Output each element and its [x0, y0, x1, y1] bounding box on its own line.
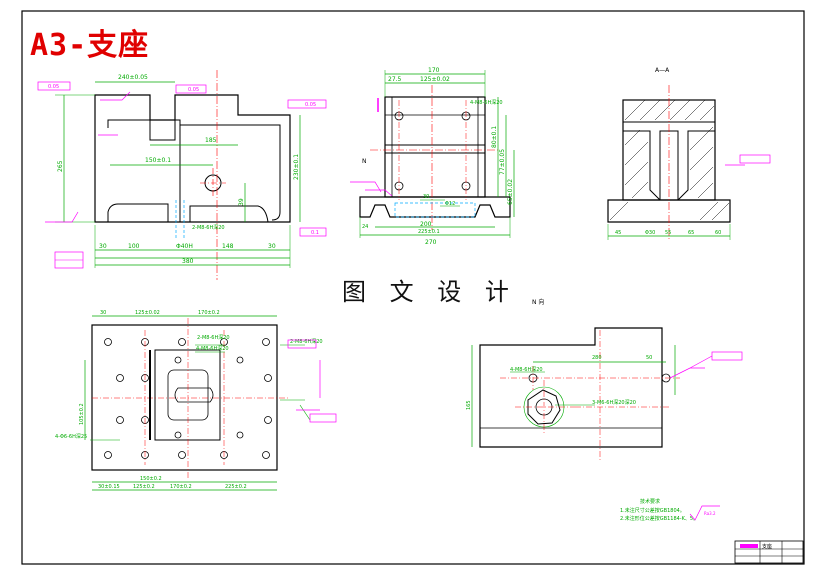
side-label-n: N	[362, 158, 367, 165]
section-label: A—A	[655, 67, 670, 74]
top-dim-base-a: 30±0.15	[98, 484, 120, 490]
section-dim-4: 65	[688, 230, 694, 236]
section-dim-3: 55	[665, 230, 671, 236]
top-hole-c: 2-M8-6H深20	[290, 338, 323, 345]
side-dim-overall: 270	[425, 239, 437, 246]
front-dim-base-mid: Φ40H	[176, 243, 193, 250]
side-bolt-note: 4-M8-6H深20	[470, 99, 503, 106]
title-block	[734, 540, 804, 564]
top-dim-base-b: 125±0.2	[133, 484, 155, 490]
front-dim-base-right: 148	[222, 243, 234, 250]
front-dim-overall: 380	[182, 258, 194, 265]
top-hole-b: 4-M8-6H深20	[196, 345, 229, 352]
top-dim-base-c: 170±0.2	[170, 484, 192, 490]
side-dim-base1: 30	[423, 194, 429, 200]
drawing-title: A3-支座	[30, 28, 150, 63]
nview-dim-width: 50	[646, 355, 652, 361]
notes-roughness: Ra3.2	[704, 511, 716, 516]
outer-frame	[21, 10, 805, 565]
watermark-text: 图 文 设 计	[342, 278, 517, 306]
top-dim-left: 30	[100, 310, 106, 316]
side-dim-base3: 200	[420, 221, 432, 228]
n-view: N 向 280 50 165 4-M8-6H深2	[466, 298, 743, 460]
front-dim-top: 240±0.05	[118, 74, 148, 81]
side-view: 170 27.5 125±0.02 4-M8-6H深20 80±0.1 77±0…	[350, 67, 515, 246]
front-dim-edge-left: 30	[99, 243, 107, 250]
front-dim-base-left: 100	[128, 243, 140, 250]
top-dim-mid: 125±0.02	[135, 310, 160, 316]
view-label-n: N 向	[532, 298, 544, 306]
top-hole-d: 4-Φ6-6H深25	[55, 433, 87, 440]
notes-heading: 技术要求	[640, 498, 660, 505]
nview-bolt-b: 3-M6-6H深20深20	[592, 399, 636, 406]
front-tol-1: 0.05	[48, 84, 59, 90]
front-tol-4: 0.1	[311, 230, 319, 236]
nview-bolt-a: 4-M8-6H深20	[510, 366, 543, 373]
side-dim-base2: Φ12	[445, 201, 455, 207]
front-tol-3: 0.05	[305, 102, 316, 108]
front-bolt-note: 2-M8-6H深20	[192, 224, 225, 231]
front-dim-mid: 150±0.1	[145, 157, 171, 164]
nview-dim-height: 165	[466, 400, 472, 410]
side-dim-top: 170	[428, 67, 440, 74]
front-view: 240±0.05 185 150±0.1 100 Φ40H 148 380 30…	[37, 70, 327, 280]
front-dim-left-height: 265	[57, 160, 64, 172]
nview-dim-length: 280	[592, 355, 602, 361]
top-view: 30 125±0.02 170±0.2 2-M8-6H深20 4-M8-6H深2…	[55, 310, 337, 491]
front-dim-edge-right: 30	[268, 243, 276, 250]
side-dim-top-left: 27.5	[388, 76, 402, 83]
top-dim-left-v: 105±0.2	[79, 403, 85, 425]
top-dim-total: 150±0.2	[140, 476, 162, 482]
top-dim-base-d: 225±0.2	[225, 484, 247, 490]
title-block-mark	[740, 544, 758, 548]
side-dim-left: 24	[362, 224, 368, 230]
front-tol-2: 0.05	[188, 87, 199, 93]
section-view: A—A	[607, 67, 771, 240]
technical-notes: 技术要求 1.未注尺寸公差按GB1804。 2.未注形位公差按GB1184-K、…	[620, 498, 720, 522]
section-dim-1: 45	[615, 230, 621, 236]
section-dim-2: Φ30	[645, 230, 655, 236]
top-dim-right: 170±0.2	[198, 310, 220, 316]
side-dim-height3: 65±0.02	[507, 179, 514, 205]
front-dim-inner: 185	[205, 137, 217, 144]
front-dim-right-height: 230±0.1	[293, 154, 300, 180]
title-block-label: 支座	[762, 543, 772, 550]
front-dim-hole-pos: 39	[238, 198, 245, 206]
side-dim-base4: 225±0.1	[418, 229, 440, 235]
side-dim-top-mid: 125±0.02	[420, 76, 450, 83]
side-dim-height1: 80±0.1	[491, 126, 498, 148]
notes-line-1: 1.未注尺寸公差按GB1804。	[620, 507, 685, 514]
notes-line-2: 2.未注形位公差按GB1184-K、5。	[620, 515, 698, 522]
top-hole-a: 2-M8-6H深20	[197, 334, 230, 341]
side-dim-height2: 77±0.05	[499, 149, 506, 175]
section-dim-5: 60	[715, 230, 721, 236]
